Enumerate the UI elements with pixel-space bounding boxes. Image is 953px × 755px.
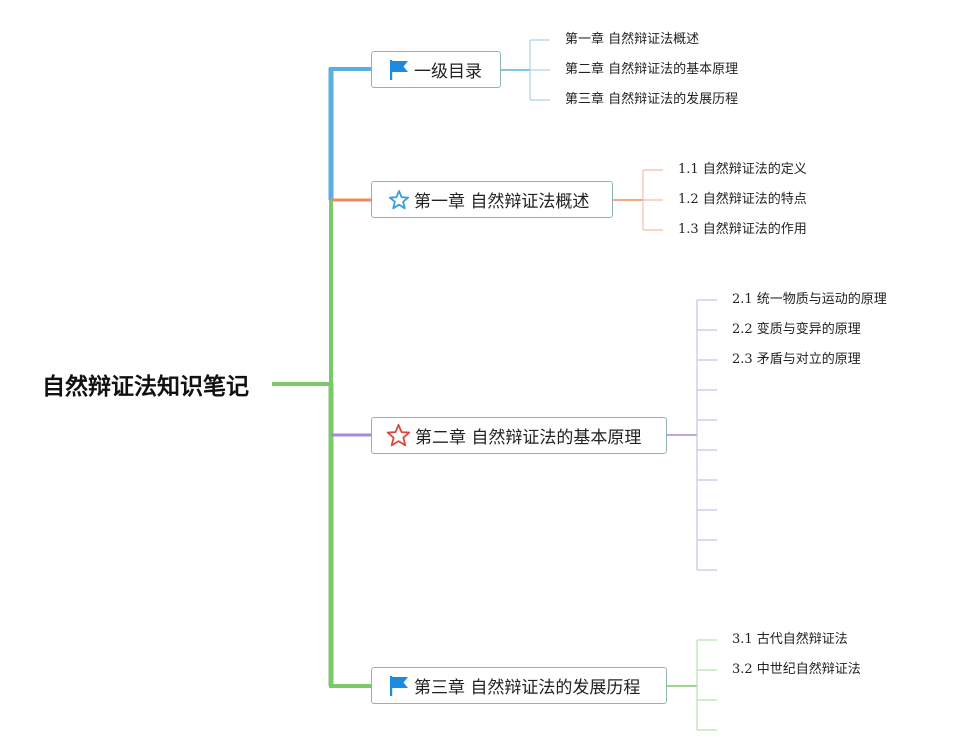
- leaf-topic[interactable]: 1.1 自然辩证法的定义: [678, 162, 807, 177]
- leaf-topic[interactable]: 第一章 自然辩证法概述: [565, 32, 700, 47]
- branch-label: 一级目录: [414, 62, 482, 82]
- leaf-topic[interactable]: 1.3 自然辩证法的作用: [678, 222, 807, 237]
- branch-node-chapter-3[interactable]: 第三章 自然辩证法的发展历程: [371, 667, 667, 704]
- flag-icon: [387, 674, 411, 698]
- leaf-topic[interactable]: 2.2 变质与变异的原理: [732, 322, 861, 337]
- leaf-topic[interactable]: 3.1 古代自然辩证法: [732, 632, 848, 647]
- leaf-topic[interactable]: 第二章 自然辩证法的基本原理: [565, 62, 739, 77]
- branch-label: 第一章 自然辩证法概述: [414, 192, 590, 212]
- leaf-topic[interactable]: 1.2 自然辩证法的特点: [678, 192, 807, 207]
- flag-icon: [387, 58, 411, 82]
- leaf-topic[interactable]: 第三章 自然辩证法的发展历程: [565, 92, 739, 107]
- leaf-topic[interactable]: 3.2 中世纪自然辩证法: [732, 662, 861, 677]
- branch-node-directory[interactable]: 一级目录: [371, 51, 501, 88]
- star-outline-blue-icon: [387, 188, 411, 212]
- leaf-topic[interactable]: 2.1 统一物质与运动的原理: [732, 292, 887, 307]
- branch-label: 第二章 自然辩证法的基本原理: [415, 428, 642, 448]
- leaf-topic[interactable]: 2.3 矛盾与对立的原理: [732, 352, 861, 367]
- branch-node-chapter-2[interactable]: 第二章 自然辩证法的基本原理: [371, 417, 667, 454]
- branch-node-chapter-1[interactable]: 第一章 自然辩证法概述: [371, 181, 613, 218]
- branch-label: 第三章 自然辩证法的发展历程: [414, 678, 641, 698]
- root-topic[interactable]: 自然辩证法知识笔记: [42, 374, 249, 400]
- star-outline-red-icon: [385, 422, 412, 449]
